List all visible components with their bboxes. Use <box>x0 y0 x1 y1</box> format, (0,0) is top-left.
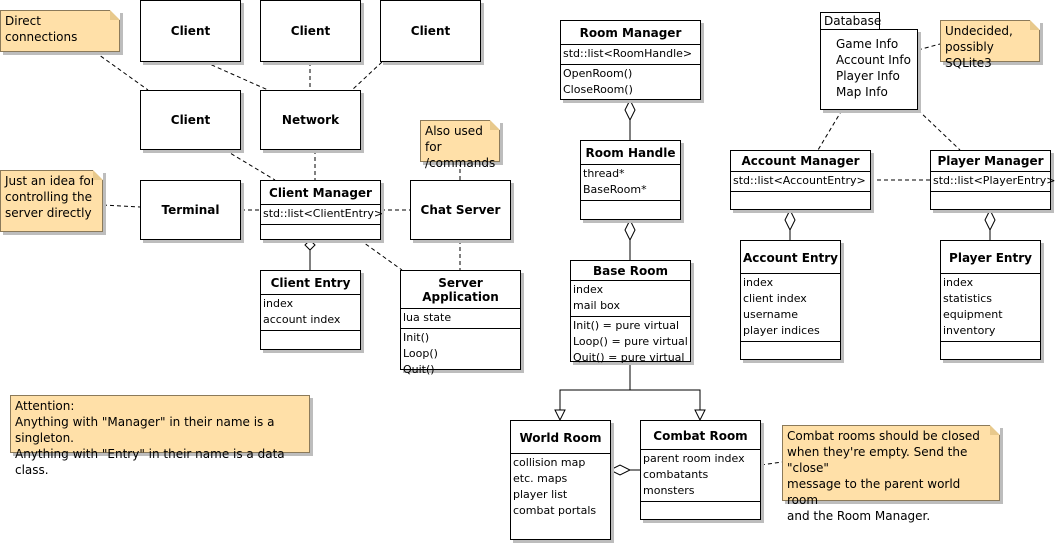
player-entry-class: Player Entry index statistics equipment … <box>940 240 1041 360</box>
aggregation-diamond <box>304 239 316 251</box>
network-box: Network <box>260 90 361 150</box>
aggregation-diamond <box>784 208 796 232</box>
edge-client-manager-server-app <box>359 239 403 271</box>
account-manager-class: Account Manager std::list<AccountEntry> <box>730 150 871 210</box>
aggregation-diamond <box>624 98 636 122</box>
aggregation-diamond <box>984 208 996 232</box>
edge-client-network-3 <box>351 61 383 91</box>
room-handle-class: Room Handle thread* BaseRoom* <box>580 140 681 220</box>
client-box-2: Client <box>260 0 361 62</box>
combat-room-class: Combat Room parent room index combatants… <box>640 420 761 520</box>
note-direct-connections: Direct connections <box>0 10 120 52</box>
note-combat-rooms: Combat rooms should be closed when they'… <box>782 425 1000 523</box>
edge-database-note <box>917 43 941 51</box>
client-manager-class: Client Manager std::list<ClientEntry> <box>260 180 383 240</box>
terminal-box: Terminal <box>140 180 241 240</box>
client-box-1: Client <box>140 0 241 62</box>
aggregation-diamond <box>624 218 636 242</box>
edge-database-player-manager <box>917 109 961 151</box>
aggregation-diamond <box>608 464 632 476</box>
edge-client-client-manager <box>224 149 276 181</box>
note-terminal-idea: Just an idea for controlling the server … <box>0 170 103 232</box>
client-box-3: Client <box>380 0 481 62</box>
database-package: Game Info Account Info Player Info Map I… <box>820 29 918 110</box>
world-room-class: World Room collision map etc. maps playe… <box>510 420 611 540</box>
generalization-arrow <box>554 409 566 422</box>
chat-server-box: Chat Server <box>410 180 511 240</box>
edge-database-account-manager <box>817 109 843 151</box>
account-entry-class: Account Entry index client index usernam… <box>740 240 841 360</box>
note-database-undecided: Undecided, possibly SQLite3 <box>940 20 1040 70</box>
client-entry-class: Client Entry index account index <box>260 270 361 350</box>
generalization-arrow <box>694 409 706 422</box>
edge-combat-room-note <box>760 461 783 466</box>
client-box-4: Client <box>140 90 241 150</box>
edge-generalization <box>630 389 701 410</box>
note-attention: Attention: Anything with "Manager" in th… <box>10 395 310 477</box>
edge-generalization <box>559 362 631 410</box>
base-room-class: Base Room index mail box Init() = pure v… <box>570 260 691 364</box>
database-package-tab: Database <box>820 12 881 30</box>
player-manager-class: Player Manager std::list<PlayerEntry> <box>930 150 1055 210</box>
room-manager-class: Room Manager std::list<RoomHandle> OpenR… <box>560 20 701 100</box>
edge-client-network-1 <box>204 61 269 91</box>
note-chat-commands: Also used for /commands <box>420 120 500 170</box>
server-application-class: Server Application lua state Init() Loop… <box>400 270 521 376</box>
edge-note-terminal <box>102 204 141 208</box>
edge-note-direct-connections <box>94 51 149 91</box>
